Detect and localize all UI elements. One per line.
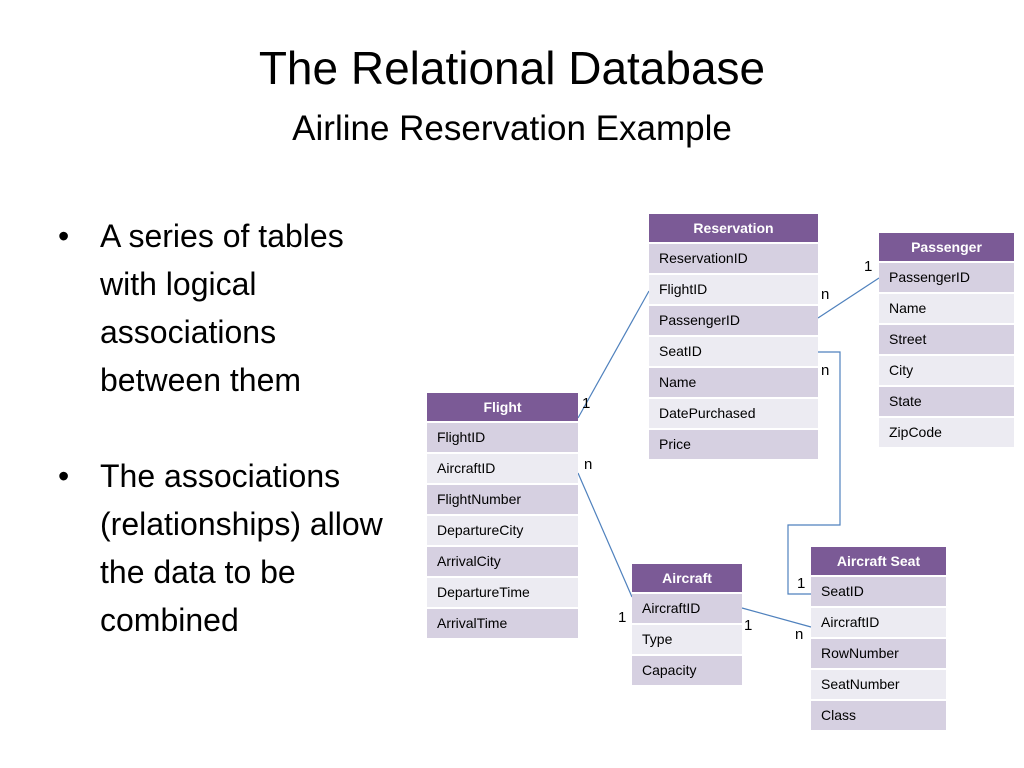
cardinality-label: n [821,362,830,379]
table-field: RowNumber [811,639,946,668]
table-field: SeatID [649,337,818,366]
table-field: Price [649,430,818,459]
table-field: Name [879,294,1014,323]
link-aircraft-flight [577,472,633,598]
aircraft-table: Aircraft AircraftID Type Capacity [632,564,742,685]
cardinality-label: 1 [744,617,753,634]
table-field: DatePurchased [649,399,818,428]
table-field: DepartureCity [427,516,578,545]
table-field: City [879,356,1014,385]
cardinality-label: 1 [797,575,806,592]
table-field: State [879,387,1014,416]
table-field: SeatNumber [811,670,946,699]
passenger-table: Passenger PassengerID Name Street City S… [879,233,1014,447]
table-field: ArrivalTime [427,609,578,638]
link-aircraft-seat [741,607,812,628]
cardinality-label: n [821,286,830,303]
table-field: Street [879,325,1014,354]
bullet-list: A series of tables with logical associat… [58,212,388,644]
link-passenger-reservation [817,277,880,319]
table-field: ZipCode [879,418,1014,447]
table-header: Flight [427,393,578,421]
bullet-item: The associations (relationships) allow t… [58,452,388,644]
aircraft-seat-table: Aircraft Seat SeatID AircraftID RowNumbe… [811,547,946,730]
link-flight-reservation [577,290,650,419]
link-seat-reservation [787,351,841,595]
table-field: Type [632,625,742,654]
table-field: Name [649,368,818,397]
table-field: SeatID [811,577,946,606]
table-field: FlightID [649,275,818,304]
table-header: Passenger [879,233,1014,261]
table-field: PassengerID [879,263,1014,292]
table-field: AircraftID [632,594,742,623]
cardinality-label: n [584,456,593,473]
table-field: DepartureTime [427,578,578,607]
cardinality-label: 1 [864,258,873,275]
bullet-item: A series of tables with logical associat… [58,212,388,404]
table-field: AircraftID [811,608,946,637]
table-field: AircraftID [427,454,578,483]
table-field: PassengerID [649,306,818,335]
cardinality-label: 1 [618,609,627,626]
table-field: ReservationID [649,244,818,273]
table-header: Reservation [649,214,818,242]
table-header: Aircraft Seat [811,547,946,575]
table-field: FlightID [427,423,578,452]
cardinality-label: n [795,626,804,643]
cardinality-label: 1 [582,395,591,412]
table-header: Aircraft [632,564,742,592]
table-field: Class [811,701,946,730]
table-field: Capacity [632,656,742,685]
reservation-table: Reservation ReservationID FlightID Passe… [649,214,818,459]
slide-subtitle: Airline Reservation Example [292,109,732,148]
table-field: ArrivalCity [427,547,578,576]
slide-title: The Relational Database [258,42,766,94]
flight-table: Flight FlightID AircraftID FlightNumber … [427,393,578,638]
table-field: FlightNumber [427,485,578,514]
